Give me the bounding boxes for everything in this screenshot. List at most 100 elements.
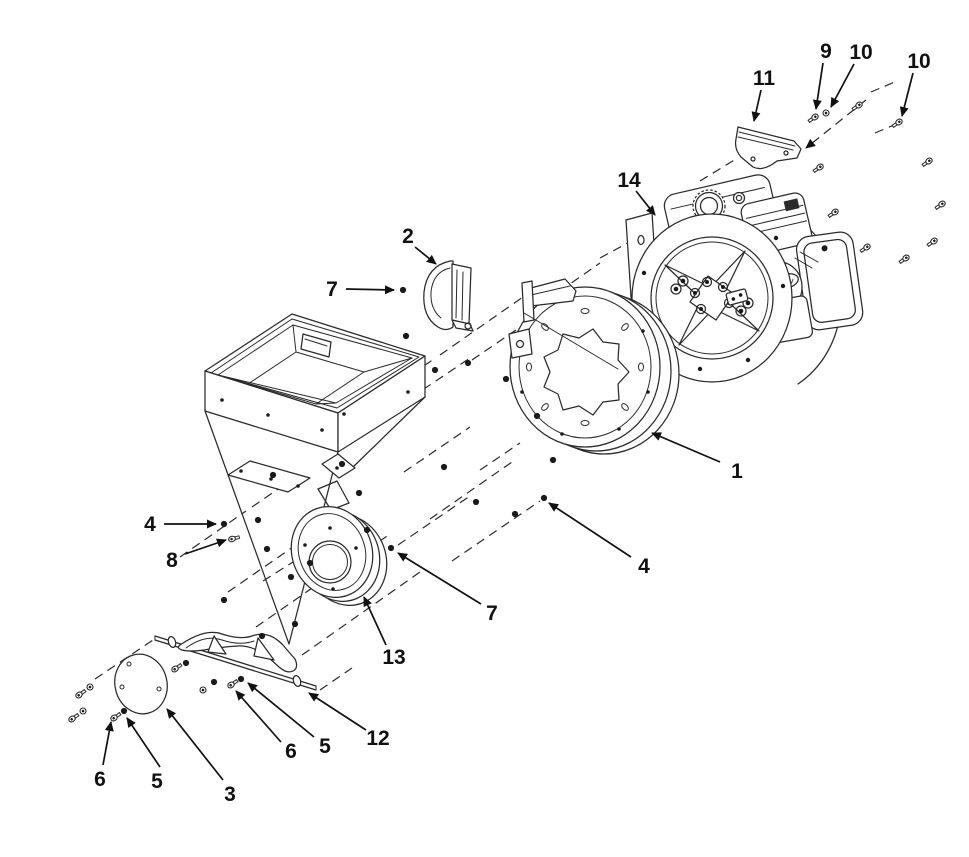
baffle-rod-assembly [154, 631, 317, 691]
flanged-bolt-icon [74, 687, 88, 700]
flanged-bolt-icon [811, 162, 825, 175]
air-cleaner [795, 231, 864, 331]
callout-12: 12 [308, 692, 390, 750]
callout-4: 4 [548, 502, 650, 578]
bolt-dot-icon [220, 596, 228, 604]
assembly-axis-line [451, 500, 541, 562]
callout-number: 2 [402, 225, 414, 248]
callout-leader-line [184, 538, 227, 555]
callout-leader-line [830, 63, 855, 108]
callout-number: 10 [907, 50, 930, 73]
flanged-bolt-icon [858, 242, 872, 255]
bolt-dot-icon [120, 707, 128, 715]
flanged-bolt-icon [897, 253, 911, 266]
flanged-bolt-icon [226, 677, 240, 690]
callout-leader-line [345, 285, 395, 295]
flanged-bolt-icon [806, 112, 820, 125]
support-bracket [734, 126, 802, 170]
assembly-axis-line [870, 80, 898, 93]
washer-icon [86, 683, 94, 691]
callout-6: 6 [94, 721, 114, 791]
callout-leader-line [247, 682, 315, 738]
bolt-dot-icon [511, 510, 519, 518]
flanged-bolt-icon [933, 199, 947, 212]
assembly-axis-line [874, 124, 895, 134]
callout-number: 7 [486, 602, 498, 625]
chute-rim-holes [303, 526, 358, 591]
bolt-dot-icon [431, 366, 439, 374]
bolt-dot-icon [402, 332, 410, 340]
callout-number: 4 [638, 555, 650, 578]
callout-number: 14 [617, 169, 641, 192]
bolt-dot-icon [387, 544, 395, 552]
bolt-dot-icon [182, 659, 190, 667]
hopper [204, 313, 426, 645]
callout-leader-line [166, 708, 224, 781]
assembly-axis-line [179, 510, 247, 558]
flanged-bolt-icon [227, 533, 241, 544]
callout-7: 7 [397, 552, 498, 625]
assembly-axis-line [439, 296, 524, 356]
bolt-dot-icon [533, 412, 541, 420]
callout-10: 10 [830, 41, 873, 108]
housing-flange-holes [520, 329, 650, 436]
callout-leader-line [308, 692, 367, 731]
washer-icon [822, 109, 830, 117]
callout-5: 5 [126, 717, 163, 793]
bolt-dot-icon [540, 494, 548, 502]
callout-number: 13 [382, 646, 405, 669]
callout-number: 6 [285, 740, 297, 763]
callout-leader-line [751, 89, 762, 122]
scalloped-opening [543, 328, 630, 416]
callout-14: 14 [617, 169, 656, 216]
bolt-dot-icon [237, 675, 245, 683]
callout-11: 11 [751, 67, 776, 122]
flanged-bolt-icon [170, 661, 184, 674]
callout-leader-line [414, 246, 437, 265]
callout-number: 6 [94, 768, 106, 791]
fastener-hardware [67, 100, 947, 724]
assembly-axis-line [262, 561, 294, 582]
callout-2: 2 [402, 225, 437, 265]
callout-5: 5 [247, 682, 331, 758]
flail-hammers [670, 275, 754, 317]
assembly-axis-line [699, 158, 737, 182]
washer-icon [199, 686, 207, 694]
flanged-bolt-icon [826, 207, 840, 220]
callout-number: 11 [753, 67, 776, 90]
callout-leader-line [651, 432, 721, 463]
callout-8: 8 [166, 538, 227, 572]
callout-4: 4 [144, 513, 217, 536]
bolt-dot-icon [306, 559, 314, 567]
bolt-dot-icon [258, 632, 266, 640]
dashed-leader-arrow [805, 99, 867, 149]
washer-icon [79, 707, 87, 715]
assembly-axis-line [479, 442, 521, 471]
flanged-bolt-icon [890, 117, 904, 130]
bolt-dot-icon [549, 456, 557, 464]
callout-number: 12 [366, 727, 389, 750]
callout-6: 6 [235, 690, 297, 763]
hopper-flange-right [321, 453, 356, 479]
flanged-bolt-icon [67, 711, 81, 724]
bolt-dot-icon [472, 498, 480, 506]
callout-leader-line [548, 502, 632, 558]
callout-10: 10 [899, 50, 931, 117]
assembly-axis-line [227, 512, 343, 593]
callout-1: 1 [651, 432, 743, 483]
callout-number: 9 [820, 40, 832, 63]
flanged-bolt-icon [109, 710, 123, 723]
bolt-dot-icon [399, 286, 407, 294]
bolt-dot-icon [263, 545, 271, 553]
bolt-dot-icon [287, 573, 295, 581]
callout-7: 7 [326, 278, 395, 301]
bolt-dot-icon [254, 516, 262, 524]
assembly-axis-line [429, 461, 513, 520]
bolt-dot-icon [210, 678, 218, 686]
bolt-dot-icon [269, 471, 277, 479]
callout-leader-line [363, 596, 387, 646]
assembly-axis-line [397, 495, 471, 546]
callout-number: 10 [849, 41, 872, 64]
